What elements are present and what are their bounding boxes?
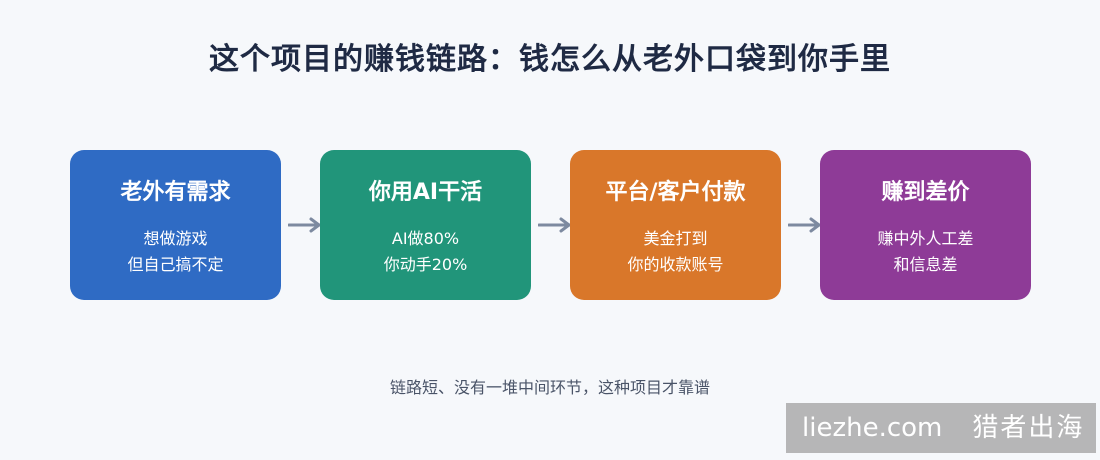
footer-caption: 链路短、没有一堆中间环节，这种项目才靠谱 xyxy=(389,378,710,397)
step-title: 平台/客户付款 xyxy=(605,180,746,205)
watermark-site: liezhe.com xyxy=(802,413,943,443)
step-desc-line: 赚中外人工差 xyxy=(877,229,974,248)
step-description: 赚中外人工差 和信息差 xyxy=(820,226,1031,278)
arrow-right-icon xyxy=(288,217,321,233)
step-title: 赚到差价 xyxy=(881,180,970,205)
step-card-demand: 老外有需求 想做游戏 但自己搞不定 xyxy=(70,150,281,300)
page-title: 这个项目的赚钱链路：钱怎么从老外口袋到你手里 xyxy=(209,42,891,77)
step-card-profit: 赚到差价 赚中外人工差 和信息差 xyxy=(820,150,1031,300)
watermark-name: 猎者出海 xyxy=(972,413,1085,443)
watermark: liezhe.com 猎者出海 xyxy=(786,403,1096,453)
step-title: 老外有需求 xyxy=(120,180,231,205)
step-desc-line: 想做游戏 xyxy=(143,229,208,248)
step-desc-line: 和信息差 xyxy=(893,255,958,274)
step-desc-line: 你的收款账号 xyxy=(627,255,724,274)
arrow-right-icon xyxy=(788,217,821,233)
step-desc-line: AI做80% xyxy=(391,229,460,248)
step-description: 美金打到 你的收款账号 xyxy=(570,226,781,278)
step-desc-line: 你动手20% xyxy=(383,255,468,274)
arrow-right-icon xyxy=(538,217,571,233)
step-card-ai-work: 你用AI干活 AI做80% 你动手20% xyxy=(320,150,531,300)
step-title: 你用AI干活 xyxy=(368,180,483,205)
step-description: AI做80% 你动手20% xyxy=(320,226,531,278)
step-desc-line: 美金打到 xyxy=(643,229,708,248)
step-description: 想做游戏 但自己搞不定 xyxy=(70,226,281,278)
step-desc-line: 但自己搞不定 xyxy=(127,255,224,274)
step-card-payment: 平台/客户付款 美金打到 你的收款账号 xyxy=(570,150,781,300)
